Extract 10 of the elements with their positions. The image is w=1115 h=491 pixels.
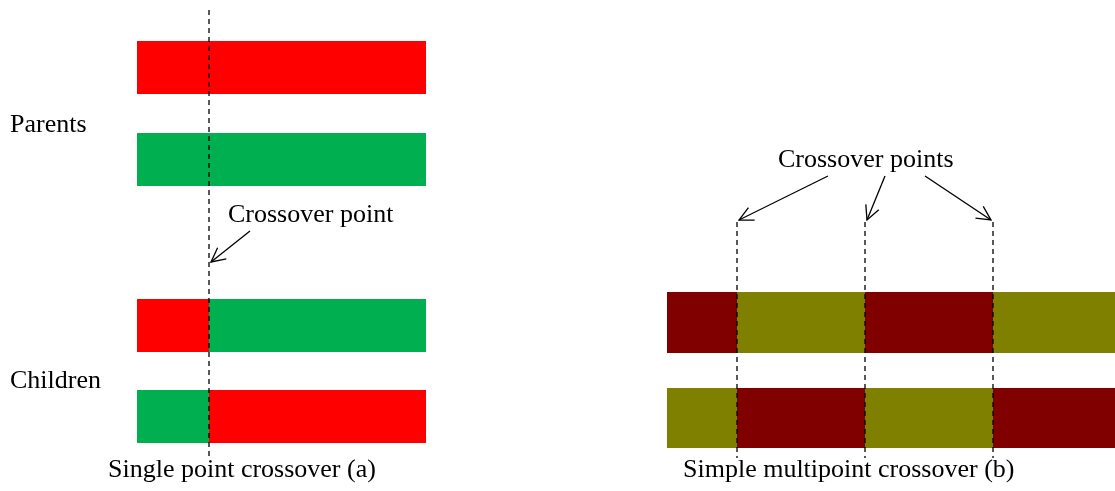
leader-arrow (865, 175, 886, 221)
caption: Simple multipoint crossover (b) (683, 453, 1015, 485)
group-label: Children (10, 364, 101, 396)
callout-text: Crossover points (778, 143, 954, 175)
leader-arrow (210, 230, 251, 263)
callout-text: Crossover point (228, 198, 394, 230)
leader-arrow (738, 175, 829, 221)
leader-arrow (924, 175, 992, 221)
caption: Single point crossover (a) (108, 453, 376, 485)
group-label: Parents (10, 108, 87, 140)
